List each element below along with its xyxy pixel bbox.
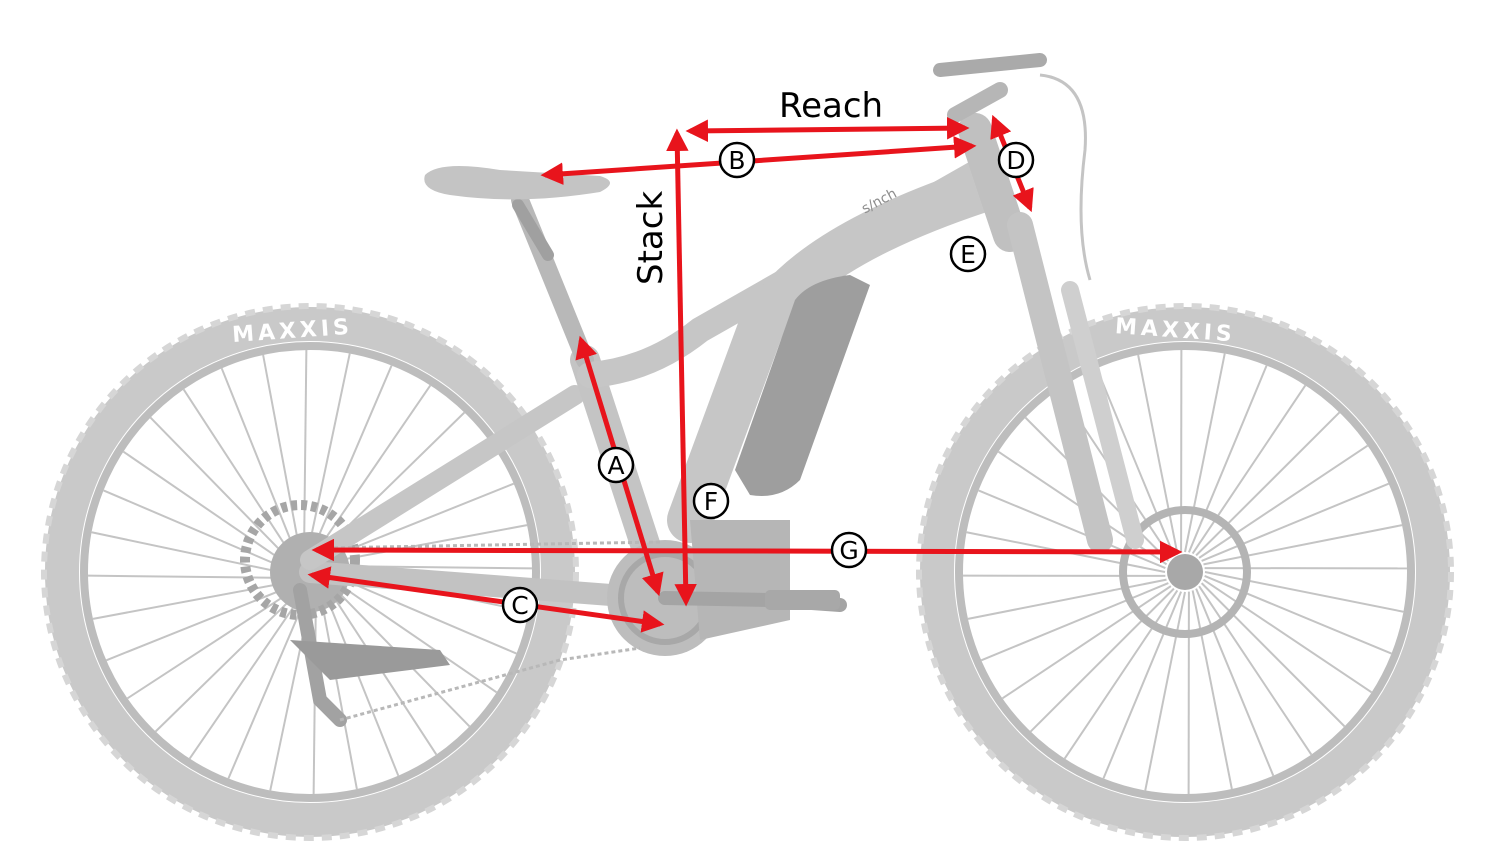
wheel-spoke xyxy=(188,599,300,760)
wheel-spoke xyxy=(122,450,283,562)
wheel-spoke xyxy=(1001,585,1172,700)
wheel-spoke xyxy=(1198,585,1313,756)
wheel-spoke xyxy=(1029,587,1175,733)
marker-c-letter: C xyxy=(511,591,528,620)
marker-d-letter: D xyxy=(1006,146,1025,175)
wheel-spoke xyxy=(182,388,290,552)
wheel-spoke xyxy=(1144,591,1186,791)
wheel-spoke xyxy=(220,367,295,548)
marker-f-letter: F xyxy=(704,487,718,516)
marker-group: A B C D E F G xyxy=(501,141,1035,624)
marker-e-letter: E xyxy=(960,240,976,269)
marker-a-letter: A xyxy=(607,451,624,480)
stack-label: Stack xyxy=(631,191,671,285)
marker-g-letter: G xyxy=(839,536,858,565)
wheel-spoke xyxy=(1195,588,1275,777)
wheelbase-arrow-g xyxy=(311,538,1183,564)
stack-arrow xyxy=(666,128,697,607)
marker-f: F xyxy=(692,482,730,520)
wheel-spoke xyxy=(314,365,393,543)
marker-b-letter: B xyxy=(728,146,745,175)
wheel-spoke xyxy=(309,353,351,543)
wheel-spoke xyxy=(967,578,1167,620)
wheel-spoke xyxy=(149,416,286,557)
wheel-spoke xyxy=(91,531,281,573)
wheel-spoke xyxy=(1184,353,1226,553)
marker-b: B xyxy=(718,141,756,179)
marker-c: C xyxy=(501,586,539,624)
wheel-spoke xyxy=(154,596,295,733)
front-wheel xyxy=(916,303,1454,841)
wheel-spoke xyxy=(1202,578,1373,694)
wheel-spoke xyxy=(303,350,308,543)
reach-label: Reach xyxy=(779,86,883,126)
wheel-spoke xyxy=(1198,444,1369,559)
marker-a: A xyxy=(597,446,635,484)
marker-d: D xyxy=(997,141,1035,179)
wheel-spoke xyxy=(980,582,1169,662)
wheel-spoke xyxy=(1204,571,1404,613)
wheel-spoke xyxy=(1137,354,1179,554)
bike-illustration: MAXXIS MAXXIS xyxy=(41,53,1454,841)
measurement-arrows xyxy=(307,114,1183,633)
wheel-spoke xyxy=(1191,590,1233,790)
wheel-spoke xyxy=(126,592,290,700)
chainstay-arrow-c xyxy=(307,566,665,633)
wheel-spoke xyxy=(1102,591,1183,779)
wheel-spoke xyxy=(1063,589,1179,760)
wheel-spoke xyxy=(1203,524,1403,566)
wheel-spoke xyxy=(1191,384,1307,555)
wheel-spoke xyxy=(1200,582,1346,728)
wheel-spoke xyxy=(1195,411,1341,557)
marker-g: G xyxy=(830,531,868,569)
wheel-spoke xyxy=(103,489,281,568)
wheel-spoke xyxy=(1201,482,1390,562)
wheel-spoke xyxy=(262,354,300,545)
wheel-spoke xyxy=(1095,367,1175,556)
wheel-spoke xyxy=(105,587,286,662)
wheel-spoke xyxy=(1187,365,1268,553)
marker-e: E xyxy=(949,235,987,273)
wheel-spoke xyxy=(227,601,306,779)
saddle-to-bar-arrow-b xyxy=(540,135,977,186)
reach-arrow xyxy=(685,116,970,143)
wheel-spoke xyxy=(1204,574,1392,655)
